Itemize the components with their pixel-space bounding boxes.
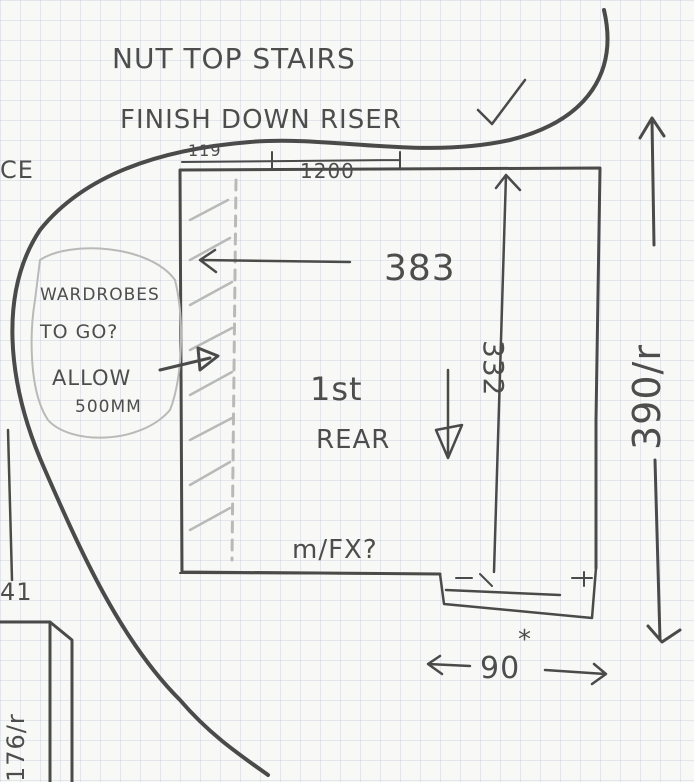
dim-left-bottom: 176/r [2,713,30,782]
dim-top-right: 1200 [300,159,355,183]
bottom-ticks [455,571,593,587]
dim-width-inner: 383 [384,248,456,289]
bottom-arrow [426,654,608,686]
stair-curve [10,8,610,777]
dim-left-partial: CE [0,156,34,184]
left-partial-line [6,428,14,582]
direction-arrow [434,368,464,460]
room-bottom-step [438,566,598,620]
room-label-bottom: REAR [316,425,390,455]
left-box [0,620,74,782]
room-outline [178,166,602,576]
dim-left-low: 41 [0,578,33,606]
room-fixture: m/FX? [292,535,378,565]
top-dimension-line [181,151,401,169]
bubble-line-1: WARDROBES [40,285,160,305]
bubble-line-2: TO GO? [39,321,118,343]
dim-height-inner: 332 [477,340,510,396]
room-label-top: 1st [310,370,363,408]
bubble-pointer-arrow [158,346,220,372]
bubble-line-3: ALLOW [52,366,131,390]
dim-bottom-mark: * [518,625,532,655]
check-mark [476,78,527,126]
outer-height-arrow [638,116,682,644]
width-arrow [198,248,352,274]
height-arrow [492,173,522,574]
dim-bottom: 90 [480,651,520,686]
note-line-2: FINISH DOWN RISER [120,105,402,135]
wardrobe-bubble [30,247,183,439]
dim-top-left: 119 [188,141,222,160]
room-bottom-line [179,572,441,575]
bubble-line-4: 500MM [75,397,142,417]
wardrobe-hatching [188,198,234,532]
note-line-1: NUT TOP STAIRS [112,42,356,75]
dim-height-outer: 390/r [625,344,669,450]
wardrobe-dashed-line [230,178,238,562]
